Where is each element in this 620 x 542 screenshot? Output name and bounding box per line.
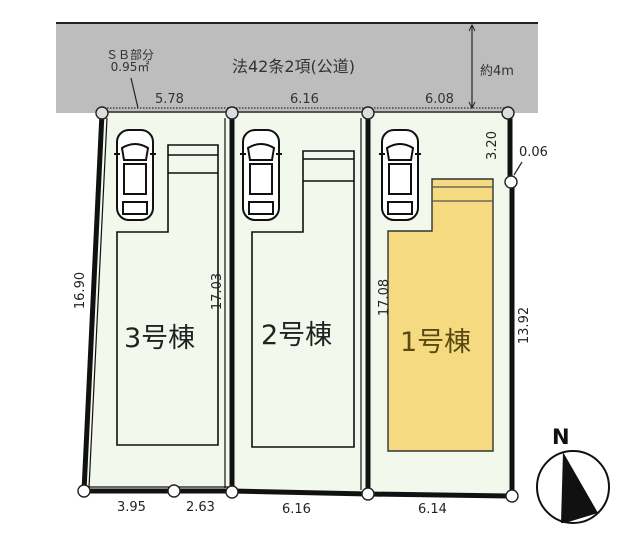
dim-boundary-2-1: 17.08 xyxy=(377,278,393,317)
car-icon xyxy=(114,129,156,221)
dim-bottom-4: 6.14 xyxy=(418,502,447,517)
dim-boundary-3-2: 17.03 xyxy=(210,272,226,311)
dim-left-edge: 16.90 xyxy=(73,271,89,310)
car-icon xyxy=(379,129,421,221)
building-1 xyxy=(387,178,494,452)
road-width-label: 約4m xyxy=(480,64,514,79)
dim-right-offset: 0.06 xyxy=(519,145,548,160)
building-2 xyxy=(251,150,355,448)
boundaries xyxy=(81,112,515,499)
lot-label-3: 3号棟 xyxy=(124,323,196,354)
north-compass-icon xyxy=(536,450,610,524)
frontage-dim-1: 6.08 xyxy=(425,92,454,107)
car-icon xyxy=(240,129,282,221)
corner-markers xyxy=(77,106,519,503)
compass-label: N xyxy=(552,425,570,449)
frontage-dim-3: 5.78 xyxy=(155,92,184,107)
dim-bottom-3: 6.16 xyxy=(282,502,311,517)
road-area xyxy=(56,23,538,113)
frontage-dim-2: 6.16 xyxy=(290,92,319,107)
setback-title: ＳＢ部分 xyxy=(106,48,155,62)
road-label: 法42条2項(公道) xyxy=(232,57,356,76)
lot-label-1: 1号棟 xyxy=(400,327,472,358)
setback-area: 0.95㎡ xyxy=(110,60,150,74)
dim-right-upper: 3.20 xyxy=(484,131,500,160)
parking-cars xyxy=(114,129,421,221)
dim-right-lower: 13.92 xyxy=(517,306,533,345)
setback-label: ＳＢ部分 0.95㎡ xyxy=(106,49,154,73)
lot-label-2: 2号棟 xyxy=(261,320,333,351)
building-3 xyxy=(116,144,219,446)
dim-bottom-2: 2.63 xyxy=(186,500,215,515)
road xyxy=(56,22,538,115)
dim-bottom-1: 3.95 xyxy=(117,500,146,515)
